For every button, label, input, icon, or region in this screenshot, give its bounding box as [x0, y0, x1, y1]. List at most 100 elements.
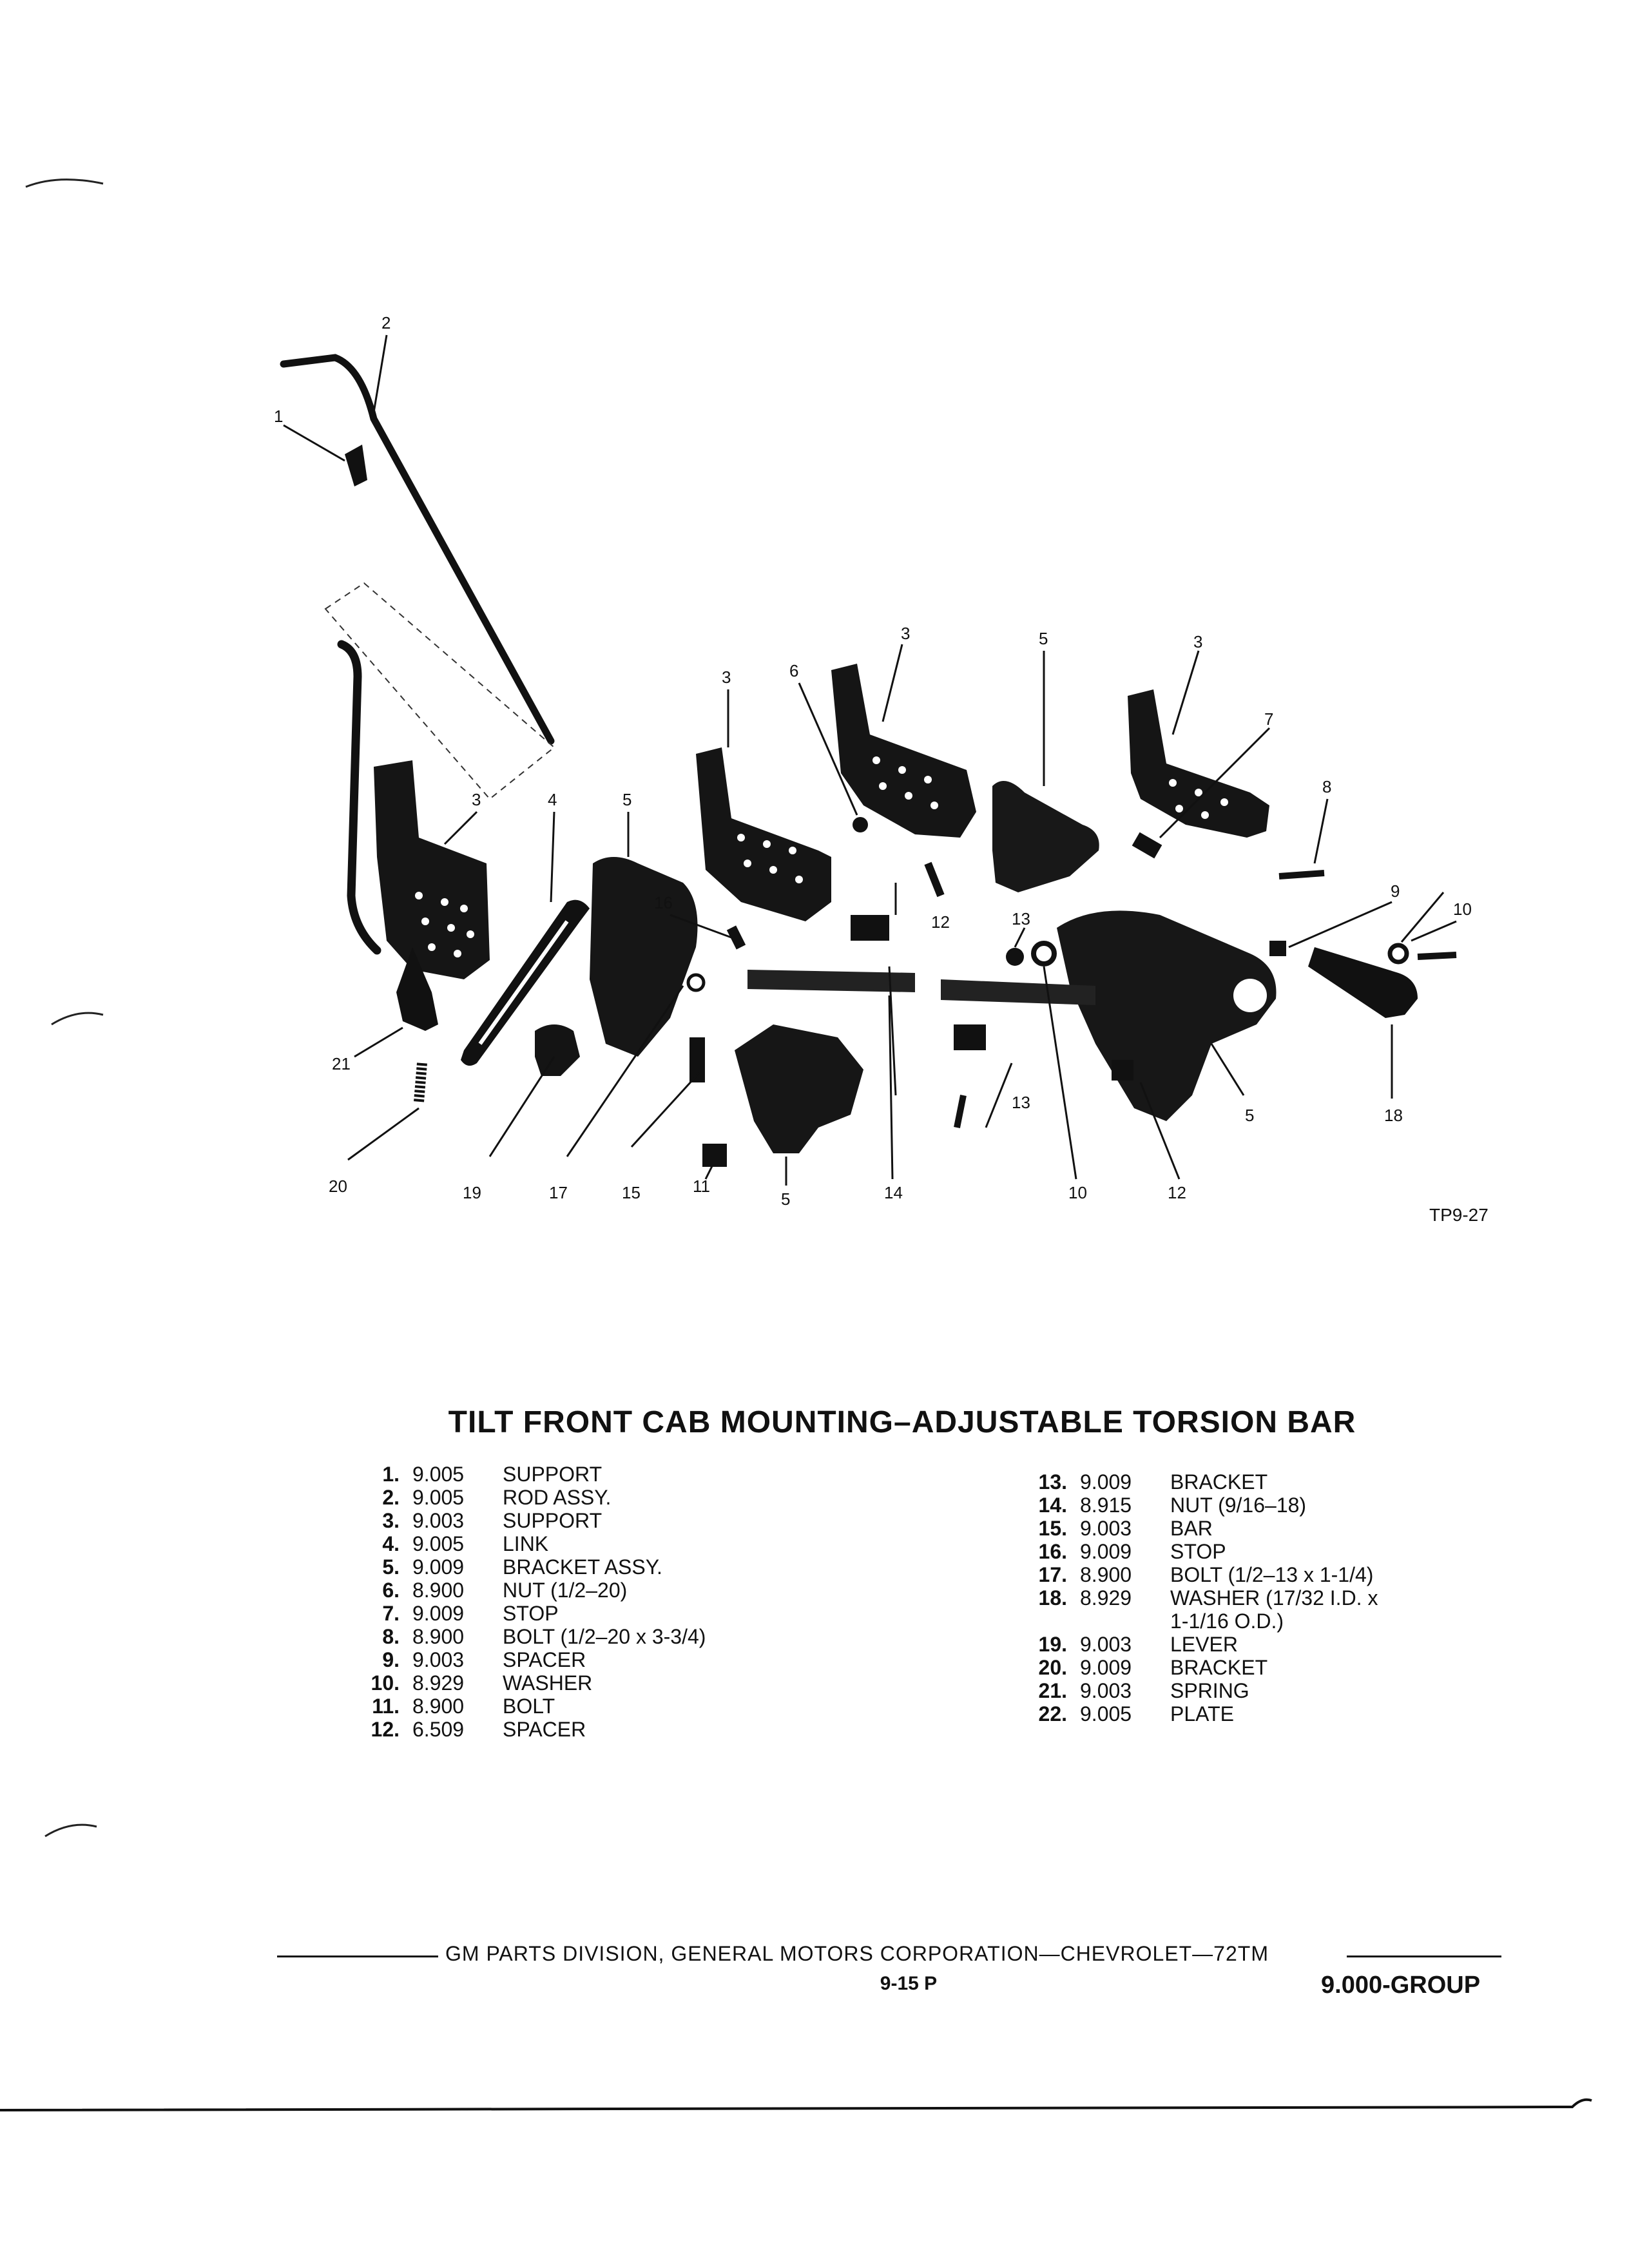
torsion-bar-right: [941, 979, 1095, 1005]
part-number: 10.: [371, 1671, 400, 1695]
part-code: 8.915: [1080, 1494, 1132, 1517]
part-row: 3. 9.003 SUPPORT: [361, 1509, 812, 1532]
part-description: NUT (9/16–18): [1170, 1494, 1307, 1517]
callout: 12: [931, 912, 950, 932]
part-description: PLATE: [1170, 1702, 1234, 1725]
part-code: 6.509: [412, 1718, 465, 1741]
part-description: WASHER (17/32 I.D. x: [1170, 1586, 1378, 1610]
callout: 3: [722, 668, 731, 687]
callout: 2: [381, 313, 390, 332]
callout: 1: [274, 407, 283, 426]
part-number: 11.: [372, 1695, 400, 1718]
lever-19: [1308, 947, 1418, 1018]
callout: 12: [1168, 1183, 1186, 1202]
part-code: 9.005: [1080, 1702, 1132, 1725]
part-code: 9.009: [412, 1602, 465, 1625]
torsion-bar-left: [747, 970, 915, 992]
callout: 3: [1193, 632, 1202, 651]
callout: 5: [1245, 1106, 1254, 1125]
part-number: 15.: [1038, 1517, 1067, 1540]
callout: 9: [1391, 881, 1400, 901]
part-code: 8.900: [412, 1625, 465, 1648]
callout: 6: [789, 661, 798, 680]
part-description: BOLT (1/2–13 x 1-1/4): [1170, 1563, 1374, 1586]
part-description: STOP: [1170, 1540, 1226, 1563]
washer-10-right: [1387, 943, 1409, 965]
part-description: WASHER: [503, 1671, 593, 1695]
bolt-lower: [954, 1095, 967, 1128]
part-description-continued: 1-1/16 O.D.): [1170, 1610, 1284, 1633]
part-code: 8.900: [412, 1695, 465, 1718]
callout-labels: 1 2 3 3 3 3 4 5 5 5 5 6 7 8 9 10 10 11 1…: [274, 313, 1472, 1209]
part-number: 12.: [371, 1718, 400, 1741]
bottom-rule: [0, 2098, 1592, 2111]
part-code: 9.005: [412, 1486, 465, 1509]
bracket-5-left: [590, 857, 698, 1057]
callout: 13: [1012, 1093, 1030, 1112]
nut-14: [1006, 948, 1024, 966]
part-description: SUPPORT: [503, 1463, 602, 1486]
callout: 7: [1264, 709, 1273, 729]
callout: 18: [1384, 1106, 1403, 1125]
part-number: 4.: [382, 1532, 400, 1555]
callout: 11: [693, 1177, 710, 1196]
washer-10-center: [1031, 941, 1057, 966]
support-holes: [1169, 779, 1228, 819]
part-number: 3.: [382, 1509, 400, 1532]
part-description: SUPPORT: [503, 1509, 602, 1532]
part-description: LINK: [503, 1532, 549, 1555]
callout: 8: [1322, 777, 1331, 796]
part-description: BOLT: [503, 1695, 555, 1718]
callout: 5: [781, 1189, 790, 1209]
part-description: LEVER: [1170, 1633, 1238, 1656]
footer-rule-left: [277, 1956, 438, 1957]
part-code: 8.900: [412, 1579, 465, 1602]
part-description: SPACER: [503, 1648, 586, 1671]
part-description: STOP: [503, 1602, 559, 1625]
part-number: 13.: [1038, 1470, 1067, 1494]
part-code: 8.929: [412, 1671, 465, 1695]
part-number: 8.: [382, 1625, 400, 1648]
part-code: 9.003: [412, 1509, 465, 1532]
bolt-17: [726, 925, 746, 950]
part-code: 9.003: [1080, 1633, 1132, 1656]
page-title: TILT FRONT CAB MOUNTING–ADJUSTABLE TORSI…: [448, 1405, 1356, 1439]
callout: 3: [472, 790, 481, 809]
support-3-right: [1128, 689, 1269, 838]
bracket-20: [535, 1024, 580, 1076]
callout: 5: [622, 790, 631, 809]
callout: 20: [329, 1177, 347, 1196]
support-holes: [737, 834, 803, 883]
plate-22: [396, 947, 438, 1031]
part-description: BRACKET ASSY.: [503, 1555, 662, 1579]
part-number: 6.: [382, 1579, 400, 1602]
bracket-5-top: [992, 781, 1099, 892]
stop-7: [1132, 832, 1162, 859]
part-code: 9.003: [1080, 1679, 1132, 1702]
part-description: BAR: [1170, 1517, 1213, 1540]
callout: 15: [622, 1183, 641, 1202]
part-code: 8.929: [1080, 1586, 1132, 1610]
part-description: SPACER: [503, 1718, 586, 1741]
dashed-outline: [324, 582, 555, 800]
link-slot: [478, 920, 569, 1045]
part-number: 17.: [1038, 1563, 1067, 1586]
part-code: 9.009: [412, 1555, 465, 1579]
margin-mark: [51, 1012, 104, 1026]
part-number: 9.: [382, 1648, 400, 1671]
callout: 16: [654, 893, 673, 912]
